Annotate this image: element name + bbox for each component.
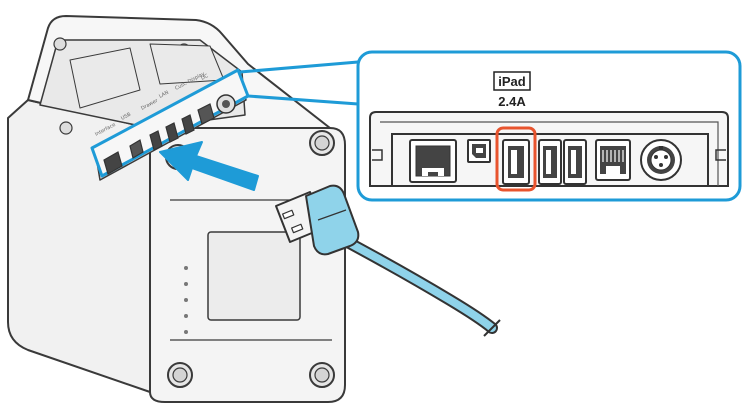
panel-label-dc: DC bbox=[200, 73, 210, 82]
current-label: 2.4A bbox=[498, 94, 526, 109]
ipad-port-highlight bbox=[495, 126, 537, 192]
panel-label-lan: LAN bbox=[158, 90, 170, 100]
usb-a-port-icon-3 bbox=[563, 139, 587, 185]
dc-jack-icon bbox=[640, 139, 682, 181]
lan-port-icon bbox=[409, 139, 457, 183]
usb-a-port-icon-ipad bbox=[502, 139, 530, 185]
modular-port-icon bbox=[595, 139, 631, 181]
usb-a-port-icon-2 bbox=[538, 139, 562, 185]
insert-arrow-icon bbox=[159, 141, 259, 191]
callout-connector bbox=[238, 60, 360, 106]
usb-cable-icon bbox=[275, 184, 501, 337]
ipad-port-label: iPad bbox=[498, 74, 526, 89]
callout-box: iPad 2.4A bbox=[356, 50, 742, 202]
panel-label-usb: USB bbox=[120, 111, 132, 121]
usb-b-port-icon bbox=[467, 139, 491, 163]
printer-port-panel: Interface USB Drawer LAN Cust. Display D… bbox=[90, 68, 250, 178]
